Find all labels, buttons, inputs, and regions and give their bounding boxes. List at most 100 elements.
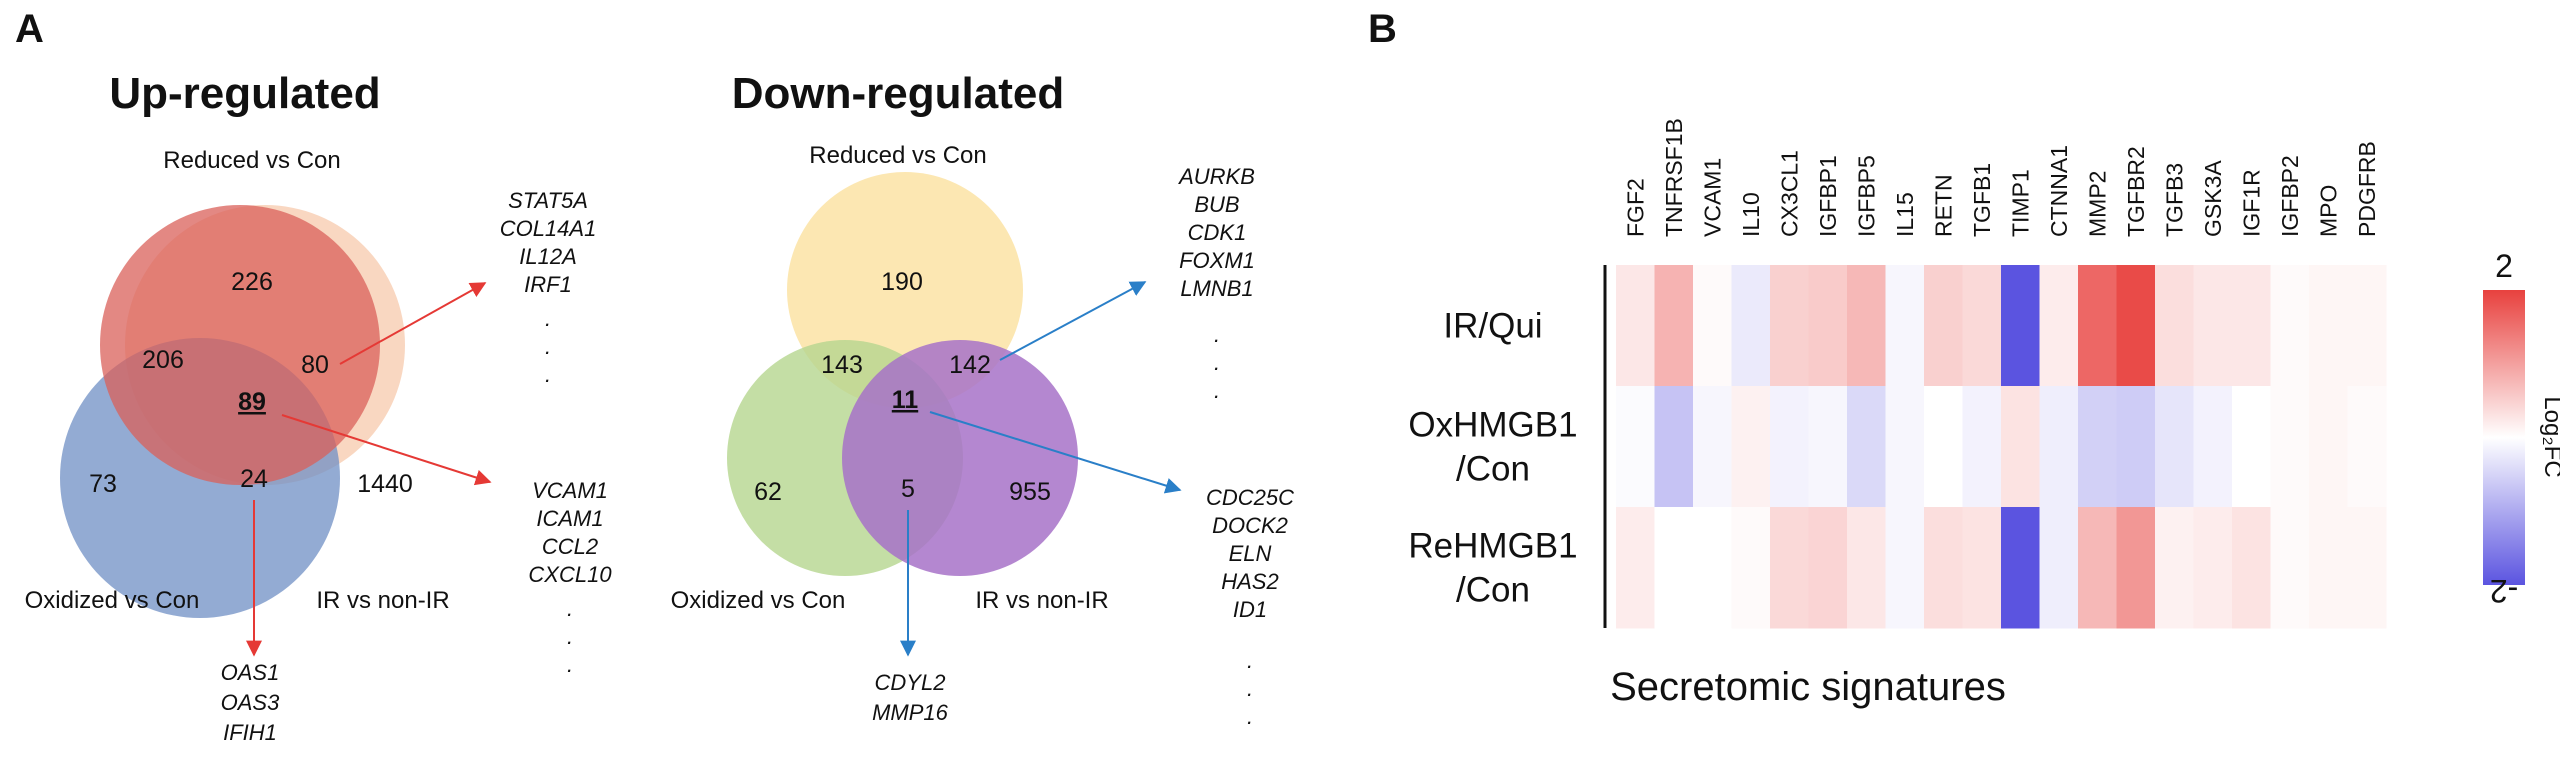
venn-up-count-oxidized-ir: 24 xyxy=(240,465,268,493)
heatmap-column-label: MPO xyxy=(2315,185,2341,237)
heatmap-cell xyxy=(1847,265,1886,387)
heatmap-cell xyxy=(1654,386,1694,508)
heatmap-cell xyxy=(1847,386,1886,508)
heatmap-cell xyxy=(1731,265,1771,387)
colorbar-title: Log₂FC xyxy=(2539,396,2560,477)
heatmap-cell xyxy=(1962,265,2002,387)
venn-up-genes-all: VCAM1 ICAM1 CCL2 CXCL10 . . . xyxy=(528,478,612,677)
venn-down-title: Down-regulated xyxy=(732,69,1064,118)
heatmap-cell xyxy=(1654,265,1694,387)
heatmap-cell xyxy=(2039,265,2079,387)
gene-label: COL14A1 xyxy=(500,216,597,241)
colorbar-max-label: 2 xyxy=(2495,248,2513,284)
heatmap-row-label: /Con xyxy=(1456,571,1530,610)
heatmap-column-label: MMP2 xyxy=(2084,171,2110,237)
heatmap-cell xyxy=(2270,507,2310,629)
gene-label: . xyxy=(567,596,573,621)
gene-label: CDK1 xyxy=(1188,220,1247,245)
venn-up-genes-reduced-ir: STAT5A COL14A1 IL12A IRF1 . . . xyxy=(500,188,597,387)
heatmap-row-label: IR/Qui xyxy=(1443,307,1542,346)
venn-up-circle-reduced xyxy=(100,205,380,485)
venn-down-set-ir-label: IR vs non-IR xyxy=(975,587,1108,614)
heatmap-cell xyxy=(1654,507,1694,629)
heatmap-cell xyxy=(2116,265,2156,387)
heatmap-cell xyxy=(1616,265,1655,387)
heatmap-cell xyxy=(2309,507,2348,629)
gene-label: DOCK2 xyxy=(1212,513,1288,538)
gene-label: . xyxy=(1214,350,1220,375)
gene-label: . xyxy=(545,306,551,331)
gene-label: LMNB1 xyxy=(1180,276,1253,301)
heatmap-cell xyxy=(2270,265,2310,387)
heatmap-cell xyxy=(1924,386,1963,508)
gene-label: . xyxy=(1214,378,1220,403)
heatmap-column-label: CTNNA1 xyxy=(2046,145,2072,237)
heatmap-column-label: PDGFRB xyxy=(2354,141,2380,237)
heatmap-cell xyxy=(1962,507,2002,629)
heatmap-column-label: CX3CL1 xyxy=(1776,150,1802,237)
venn-up-count-oxidized-only: 73 xyxy=(89,470,117,498)
heatmap-cell xyxy=(2078,386,2117,508)
heatmap-cell xyxy=(2001,507,2040,629)
venn-down-count-oxidized-ir: 5 xyxy=(901,475,915,503)
heatmap-cell xyxy=(2078,265,2117,387)
heatmap-column-label: RETN xyxy=(1930,174,1956,237)
venn-down-count-oxidized-only: 62 xyxy=(754,478,782,506)
heatmap-cell xyxy=(1770,386,1809,508)
heatmap-cell xyxy=(2347,507,2387,629)
gene-label: OAS1 xyxy=(221,660,280,685)
gene-label: IRF1 xyxy=(524,272,572,297)
venn-up-count-all: 89 xyxy=(238,388,266,416)
venn-up-count-reduced-oxidized: 206 xyxy=(142,346,184,374)
heatmap-cell xyxy=(2116,507,2156,629)
heatmap-cell xyxy=(1808,265,1848,387)
heatmap-cell xyxy=(1847,507,1886,629)
heatmap-x-axis-label: Secretomic signatures xyxy=(1610,665,2006,709)
heatmap-cell xyxy=(1885,507,1925,629)
gene-label: HAS2 xyxy=(1221,569,1278,594)
panel-b-letter: B xyxy=(1368,7,1397,51)
heatmap-column-label: IL15 xyxy=(1892,192,1918,237)
venn-up-arrow-all xyxy=(281,414,492,486)
venn-down-set-oxidized-label: Oxidized vs Con xyxy=(671,587,846,614)
heatmap-cell xyxy=(2347,386,2387,508)
gene-label: VCAM1 xyxy=(532,478,608,503)
heatmap-cell xyxy=(2193,386,2233,508)
venn-up-set-reduced-label: Reduced vs Con xyxy=(163,147,340,174)
venn-down-genes-oxidized-ir: CDYL2 MMP16 xyxy=(872,670,949,725)
venn-up-regulated: Up-regulated Reduced vs Con 226 206 80 8… xyxy=(25,69,613,745)
venn-up-arrow-reduced-ir xyxy=(339,282,487,365)
heatmap-cell xyxy=(2232,265,2271,387)
gene-label: FOXM1 xyxy=(1179,248,1255,273)
heatmap-row-label: /Con xyxy=(1456,450,1530,489)
heatmap-column-label: TGFBR2 xyxy=(2123,146,2149,237)
venn-down-circle-ir xyxy=(842,340,1078,576)
heatmap-cell xyxy=(1924,265,1963,387)
heatmap-cell xyxy=(1885,386,1925,508)
gene-label: . xyxy=(567,652,573,677)
heatmap-cell xyxy=(1616,507,1655,629)
venn-down-count-ir-only: 955 xyxy=(1009,478,1051,506)
heatmap-cell xyxy=(1693,386,1732,508)
heatmap-cell xyxy=(2155,265,2194,387)
gene-label: STAT5A xyxy=(508,188,588,213)
gene-label: . xyxy=(545,334,551,359)
heatmap-cell xyxy=(2232,507,2271,629)
heatmap-cell xyxy=(1693,265,1732,387)
heatmap-column-label: IGFBP1 xyxy=(1815,155,1841,237)
heatmap-cell xyxy=(2155,386,2194,508)
venn-up-set-oxidized-label: Oxidized vs Con xyxy=(25,587,200,614)
heatmap-cell xyxy=(1962,386,2002,508)
heatmap-cell xyxy=(1808,507,1848,629)
gene-label: ICAM1 xyxy=(536,506,603,531)
venn-down-count-reduced-ir: 142 xyxy=(949,351,991,379)
heatmap-row-label: ReHMGB1 xyxy=(1408,527,1577,566)
venn-up-count-ir-only: 1440 xyxy=(357,470,413,498)
colorbar-min-label: -2 xyxy=(2490,573,2518,609)
venn-down-arrow-all xyxy=(929,411,1182,494)
heatmap-column-label: TNFRSF1B xyxy=(1661,118,1687,237)
gene-label: . xyxy=(1247,704,1253,729)
colorbar xyxy=(2483,290,2525,585)
